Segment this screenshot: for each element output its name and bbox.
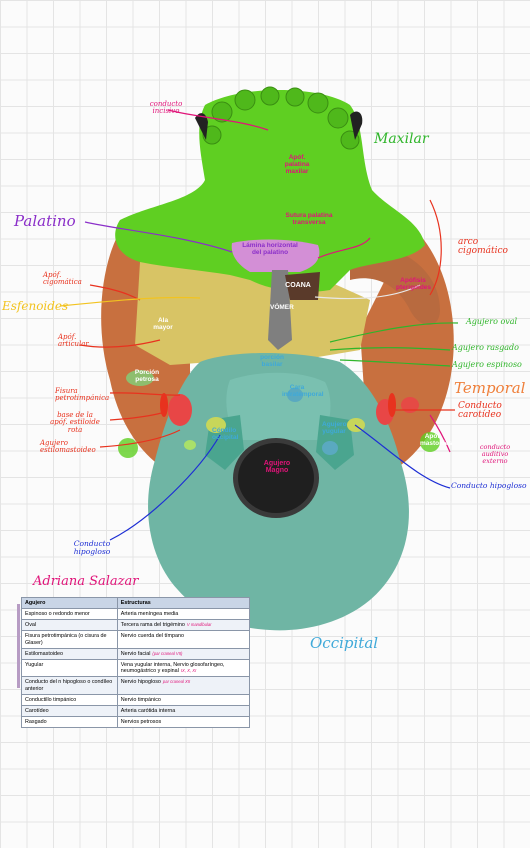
table-cell-estructuras-text: Arteria carótida interna (120, 708, 176, 715)
table-cell-estructuras: Nervio facial(par craneal VII) (116, 647, 251, 661)
label-coana: COANA (285, 282, 311, 289)
label-apof-palatina: Apóf. palatina maxilar (284, 154, 310, 175)
label-ala-mayor: Ala mayor (153, 317, 173, 331)
label-maxilar: Maxilar (374, 131, 429, 147)
table-cell-agujero: Oval (21, 619, 118, 632)
label-temporal: Temporal (454, 379, 526, 397)
label-base-apof-estiloide: base de la apóf. estiloide rota (50, 411, 100, 434)
label-cara-inf: Cara infratemporal (282, 384, 324, 398)
table-header-agujero: Agujero (21, 597, 118, 609)
table-cell-agujero: Carotídeo (21, 705, 118, 718)
label-occipital: Occipital (310, 634, 379, 652)
table-cell-estructuras-text: Nervio timpánico (120, 696, 161, 703)
label-condilo: Cóndilo occipital (212, 427, 239, 441)
label-agujero-estilomastoideo: Agujero estilomastoideo (40, 439, 96, 455)
table-side-bar (17, 604, 20, 688)
label-fisura-petrotimpanica: Fisura petrotimpánica (55, 387, 110, 403)
label-apofisis-pterigoides: Apófisis pterigoides (396, 277, 432, 291)
label-lamina-palatino: Lámina horizontal del palatino (242, 242, 298, 256)
label-conducto-hipogloso-right: Conducto hipogloso (451, 481, 527, 490)
label-sutura-palatina: Sutura palatina transversa (285, 212, 333, 226)
foramina-table: Agujero Estructuras Espinoso o redondo m… (21, 597, 251, 729)
table-cell-note: V mandibular (186, 622, 212, 628)
table-cell-estructuras-text: Nervio facial (120, 650, 151, 657)
table-cell-agujero: Conducto del n hipogloso o condíleo ante… (21, 676, 118, 695)
zygomatic-arch-right (350, 244, 440, 325)
label-porcion-basilar: porción basilar (260, 354, 284, 368)
label-agujero-yugular: Agujero yugular (322, 421, 347, 435)
label-author: Adriana Salazar (33, 574, 139, 589)
coana-region (285, 272, 320, 300)
table-cell-note: IX, X, XI (180, 668, 197, 674)
label-agujero-magno: Agujero Magno (263, 460, 291, 475)
label-apof-articular: Apóf. articular (58, 333, 89, 349)
label-porcion-petrosa: Porción petrosa (134, 369, 160, 383)
table-cell-agujero: Yugular (21, 659, 118, 678)
table-cell-agujero: Fisura petrotimpánica (o cisura de Glase… (21, 630, 118, 649)
label-agujero-oval: Agujero oval (466, 317, 518, 326)
table-cell-estructuras-text: Nervios petrosos (120, 719, 162, 726)
table-header-row: Agujero Estructuras (21, 597, 251, 609)
vomer-bone (268, 270, 292, 350)
palatine-bone (231, 239, 320, 272)
label-conducto-carotideo: Conducto carotídeo (458, 401, 502, 421)
label-apof-cigomatica: Apóf. cigomática (43, 271, 82, 287)
table-cell-agujero: Rasgado (21, 716, 118, 729)
table-cell-estructuras-text: Arteria meníngea media (120, 611, 179, 617)
table-cell-estructuras: Nervio cuerda del tímpano (116, 630, 251, 649)
leader-lines (59, 109, 459, 541)
label-arco-cigomatico: arco cigomático (458, 237, 508, 257)
table-cell-agujero: Conductillo timpánico (21, 693, 118, 707)
label-conducto-incisivo: conducto incisivo (149, 100, 183, 116)
teeth (202, 86, 360, 150)
table-row: Conducto del n hipogloso o condíleo ante… (21, 676, 251, 695)
table-cell-estructuras-text: Nervio cuerda del tímpano (120, 633, 184, 640)
table-row: Fisura petrotimpánica (o cisura de Glase… (21, 630, 251, 649)
label-vomer: VÓMER (270, 304, 294, 311)
table-cell-estructuras: Nervio timpánico (116, 693, 251, 707)
table-cell-note: (par craneal VII) (152, 650, 183, 656)
table-cell-estructuras-text: Nervio hipogloso (120, 679, 161, 686)
label-conducto-auditivo: conducto auditivo externo (479, 443, 511, 465)
occipital-condyle-right (316, 415, 354, 470)
label-apof-mastoides: Apóf. mastoides (420, 433, 453, 447)
table-cell-estructuras-text: Tercera rama del trigémino (120, 622, 185, 629)
table-header-estructuras: Estructuras (116, 597, 251, 609)
label-palatino: Palatino (14, 212, 76, 230)
table-cell-agujero: Espinoso o redondo menor (21, 607, 118, 621)
label-conducto-hipogloso-left: Conducto hipogloso (73, 539, 111, 556)
table-cell-estructuras-text: Vena yugular interna, Nervio glosofaríng… (120, 662, 225, 675)
table-cell-estructuras: Nervios petrosos (116, 716, 251, 729)
table-cell-estructuras: Vena yugular interna, Nervio glosofaríng… (116, 659, 251, 678)
label-esfenoides: Esfenoides (2, 299, 69, 313)
table-cell-estructuras: Arteria meníngea media (116, 607, 251, 621)
table-cell-estructuras: Arteria carótida interna (116, 705, 251, 718)
label-agujero-espinoso: Agujero espinoso (452, 360, 522, 369)
table-cell-agujero: Estilomastoideo (21, 647, 118, 661)
label-agujero-rasgado: Agujero rasgado (452, 343, 519, 352)
table-cell-note: par craneal XII (162, 679, 191, 685)
